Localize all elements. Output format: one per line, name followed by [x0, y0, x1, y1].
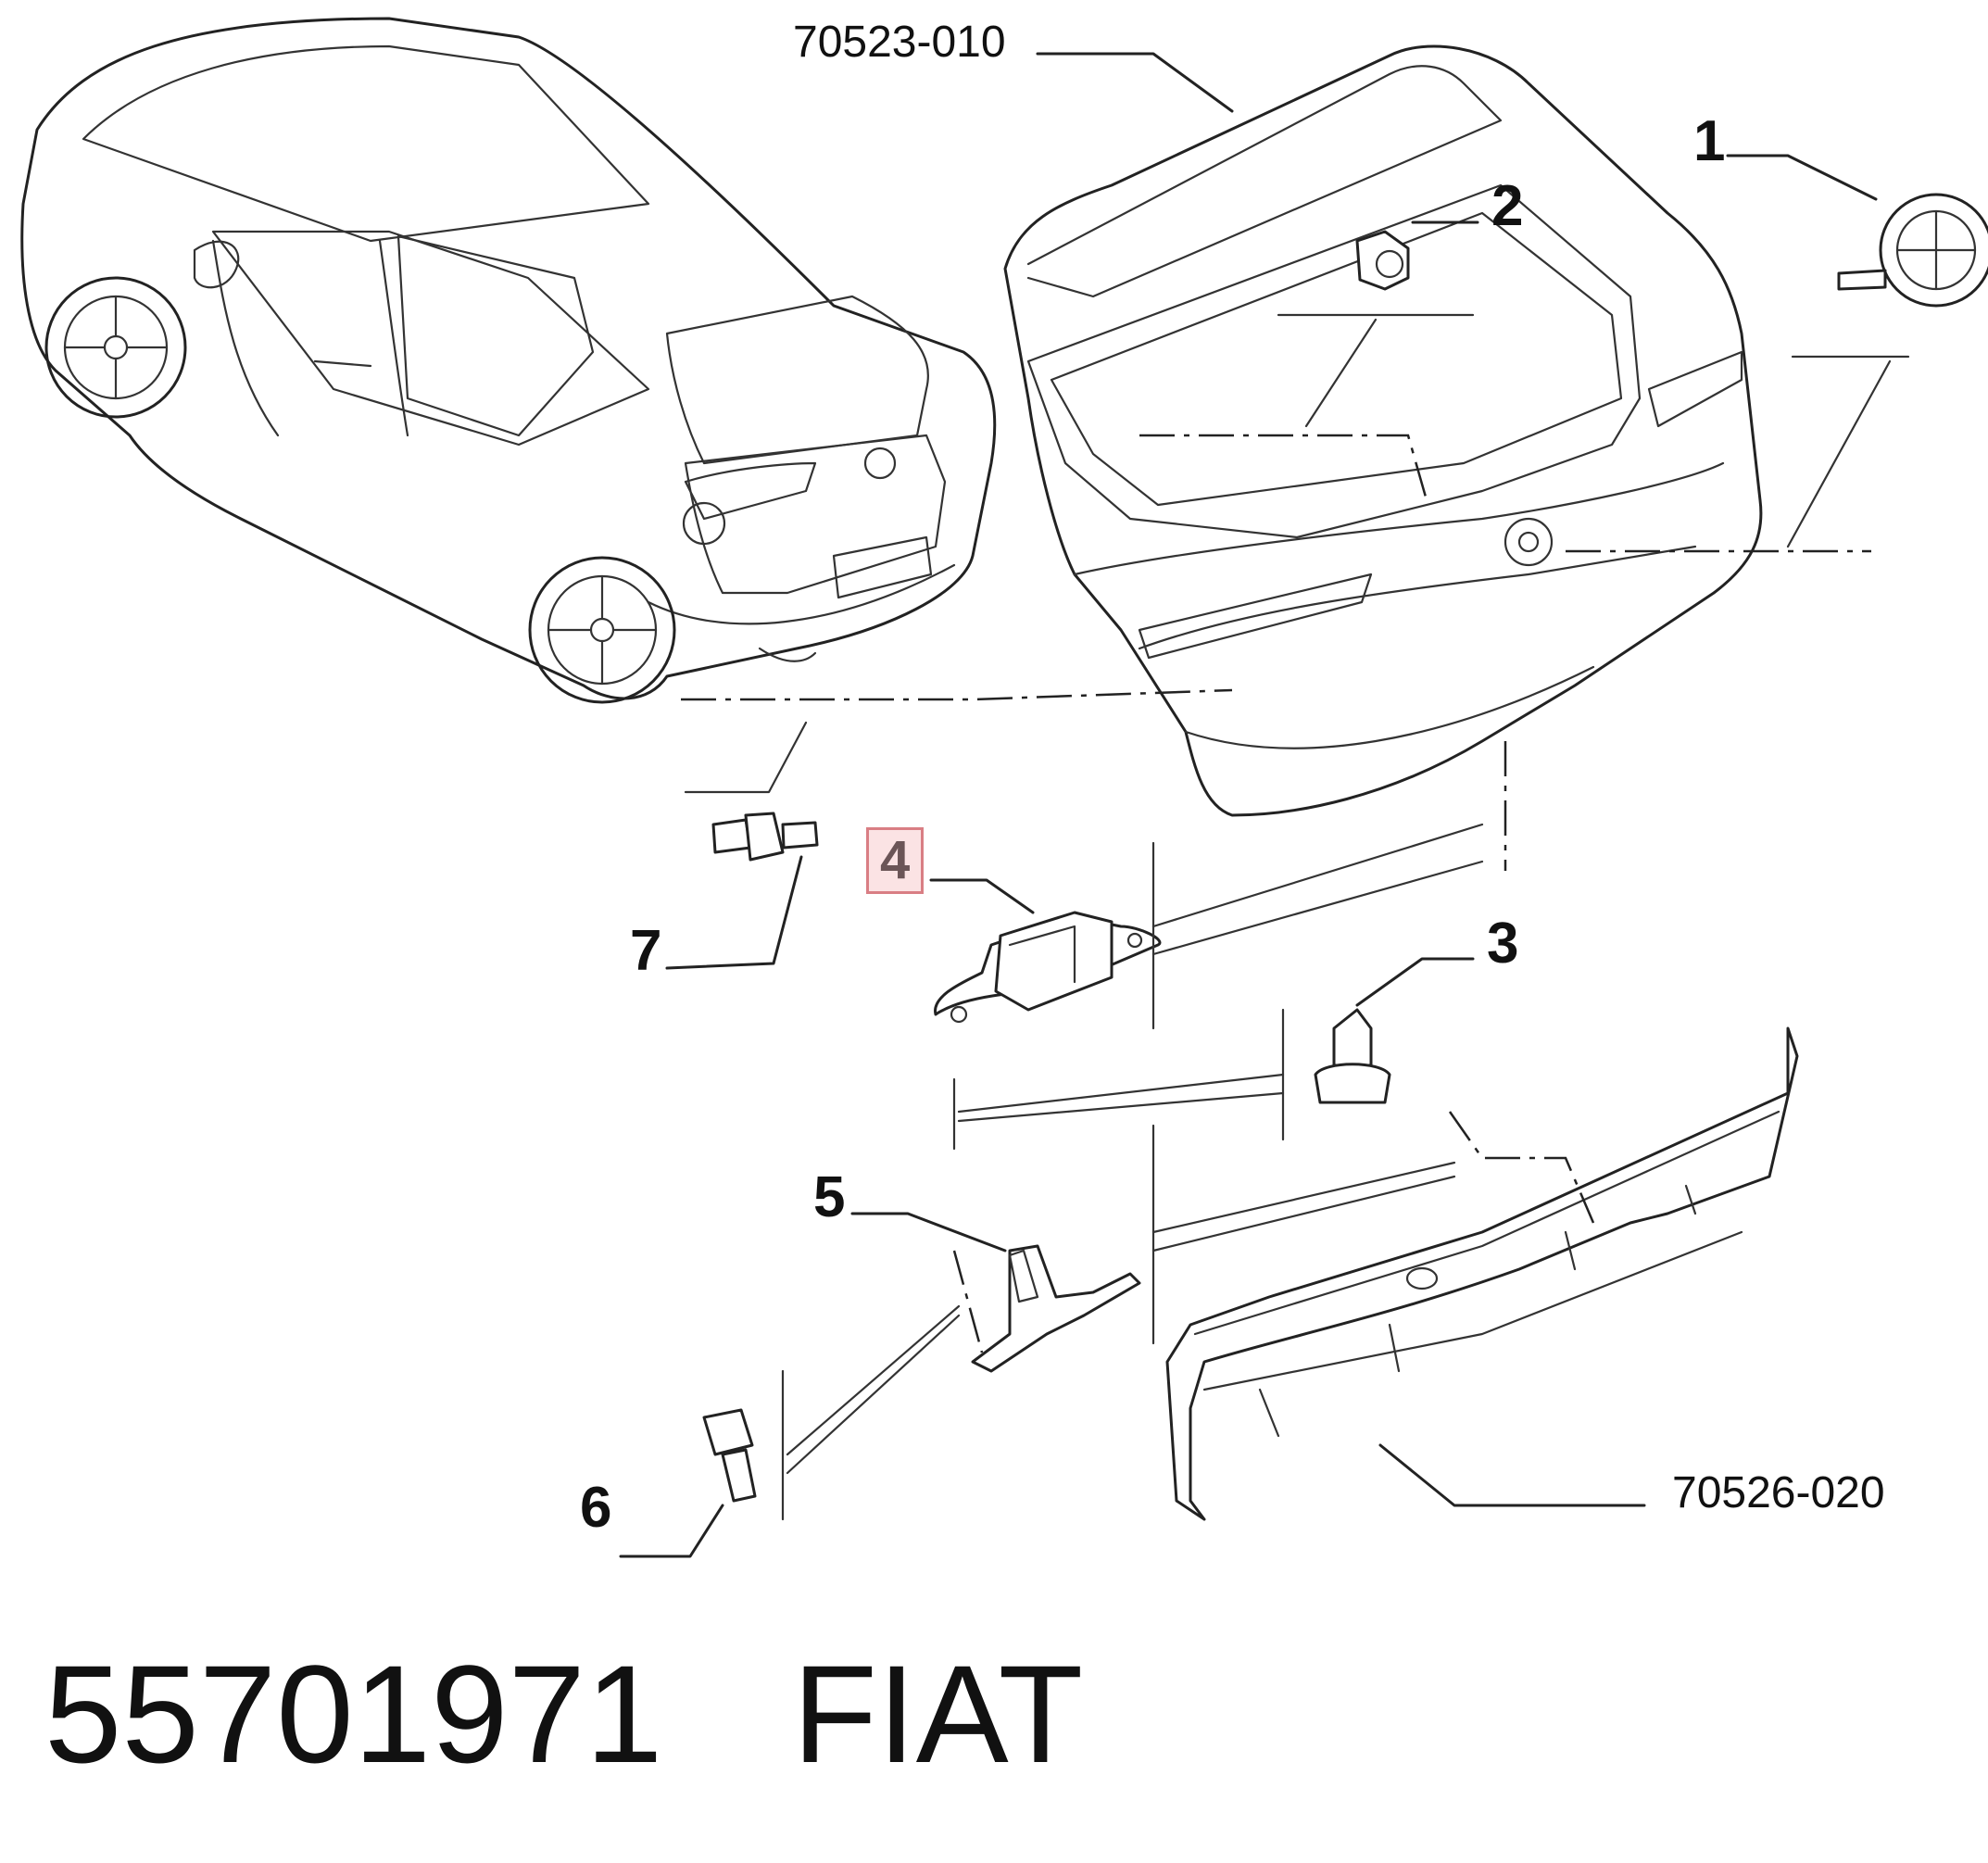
callout-2: 2 — [1491, 174, 1524, 238]
callout-1: 1 — [1693, 109, 1726, 173]
reference-trim-panel: 70526-020 — [1672, 1468, 1885, 1517]
part-number: 55701971 — [44, 1636, 663, 1792]
brand-name: FIAT — [792, 1636, 1084, 1792]
bracket-part — [971, 1244, 1141, 1373]
callout-7: 7 — [630, 919, 662, 983]
trim-panel-illustration — [1165, 1026, 1799, 1521]
screw-part — [702, 1408, 757, 1503]
callout-3: 3 — [1487, 912, 1519, 976]
callout-5: 5 — [813, 1165, 846, 1229]
reference-tailgate: 70523-010 — [793, 18, 1006, 67]
callout-6: 6 — [580, 1476, 612, 1540]
emblem-part — [1837, 193, 1988, 308]
nut-part — [1355, 230, 1410, 291]
bolt-part — [1314, 1008, 1391, 1104]
latch-part — [934, 911, 1162, 1024]
tailgate-illustration — [1003, 44, 1763, 817]
car-illustration — [20, 17, 997, 704]
callout-4-highlighted: 4 — [866, 827, 925, 894]
pin-part — [711, 812, 819, 862]
